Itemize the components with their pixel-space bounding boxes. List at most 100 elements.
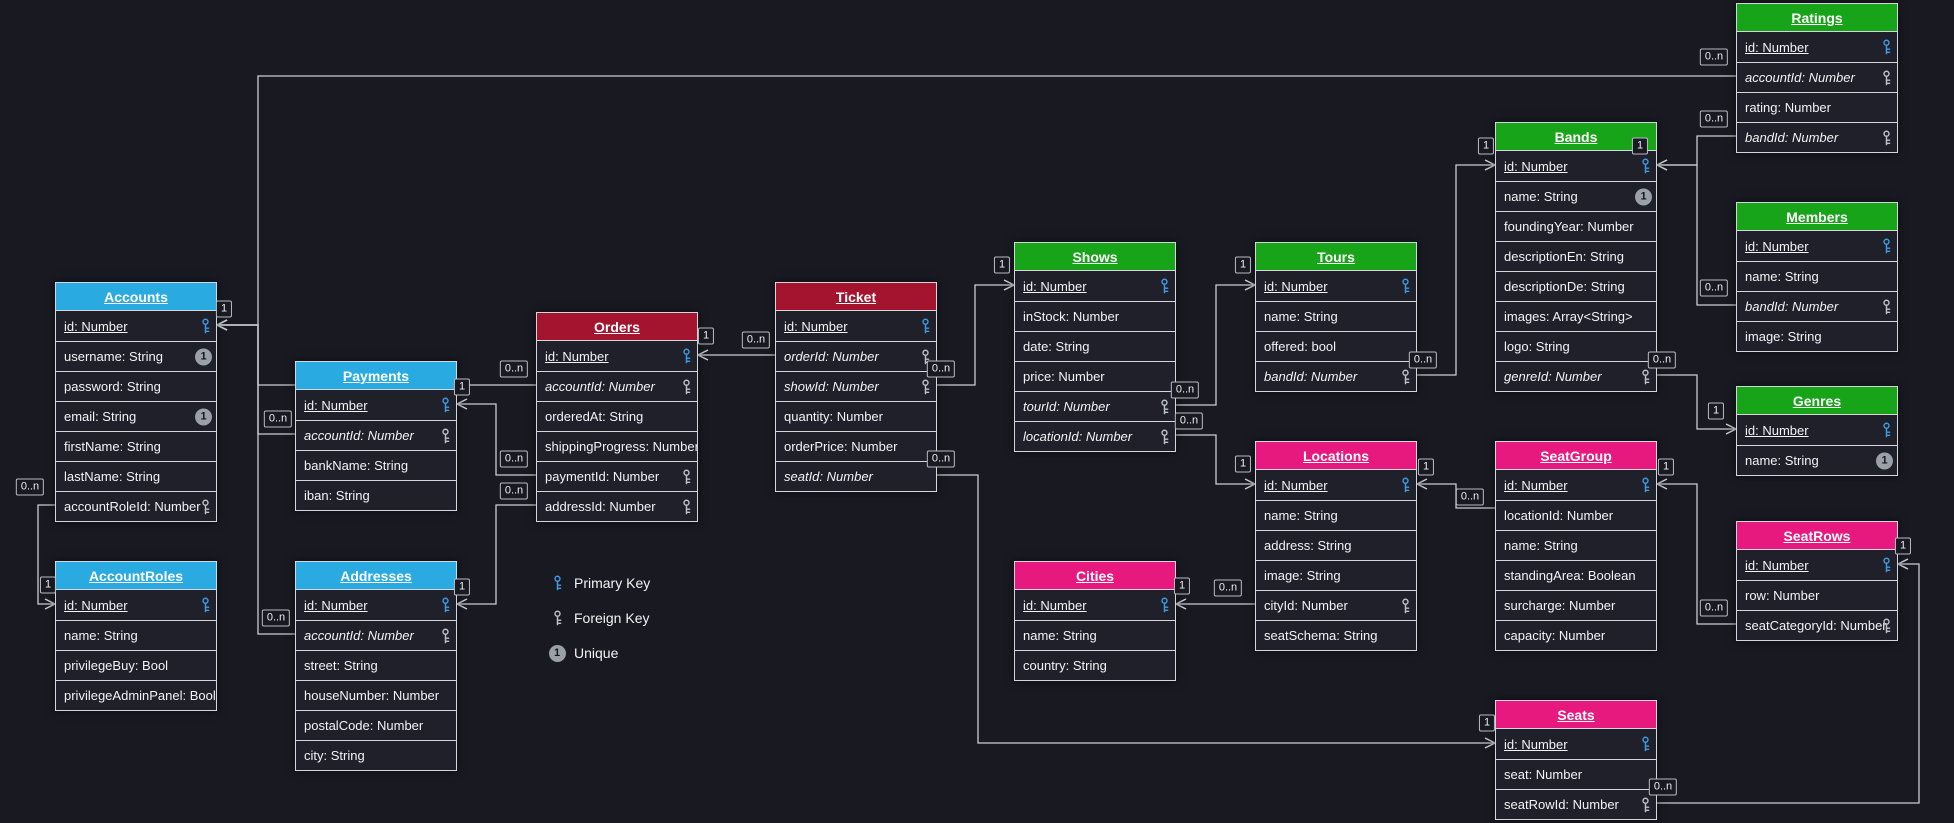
- field-row[interactable]: quantity: Number: [776, 401, 936, 431]
- field-row[interactable]: bandId: Number: [1737, 122, 1897, 152]
- field-row[interactable]: id: Number: [537, 341, 697, 371]
- field-row[interactable]: id: Number: [1496, 470, 1656, 500]
- field-row[interactable]: privilegeBuy: Bool: [56, 650, 216, 680]
- field-row[interactable]: id: Number: [1256, 271, 1416, 301]
- field-row[interactable]: id: Number: [1256, 470, 1416, 500]
- field-row[interactable]: id: Number: [56, 590, 216, 620]
- field-row[interactable]: orderPrice: Number: [776, 431, 936, 461]
- field-row[interactable]: accountId: Number: [296, 420, 456, 450]
- table-title[interactable]: Locations: [1256, 442, 1416, 470]
- field-row[interactable]: showId: Number: [776, 371, 936, 401]
- field-row[interactable]: standingArea: Boolean: [1496, 560, 1656, 590]
- field-row[interactable]: country: String: [1015, 650, 1175, 680]
- field-row[interactable]: orderedAt: String: [537, 401, 697, 431]
- field-row[interactable]: firstName: String: [56, 431, 216, 461]
- field-row[interactable]: logo: String: [1496, 331, 1656, 361]
- field-row[interactable]: foundingYear: Number: [1496, 211, 1656, 241]
- field-row[interactable]: name: String: [56, 620, 216, 650]
- field-row[interactable]: password: String: [56, 371, 216, 401]
- field-row[interactable]: rating: Number: [1737, 92, 1897, 122]
- field-row[interactable]: id: Number: [56, 311, 216, 341]
- table-title[interactable]: Payments: [296, 362, 456, 390]
- field-row[interactable]: id: Number: [1015, 271, 1175, 301]
- field-row[interactable]: accountId: Number: [296, 620, 456, 650]
- field-row[interactable]: name: String: [1496, 530, 1656, 560]
- field-row[interactable]: id: Number: [1737, 231, 1897, 261]
- field-row[interactable]: surcharge: Number: [1496, 590, 1656, 620]
- field-row[interactable]: iban: String: [296, 480, 456, 510]
- field-row[interactable]: seatSchema: String: [1256, 620, 1416, 650]
- field-row[interactable]: name: String: [1256, 301, 1416, 331]
- field-row[interactable]: id: Number: [1737, 550, 1897, 580]
- field-row[interactable]: id: Number: [1496, 151, 1656, 181]
- field-row[interactable]: city: String: [296, 740, 456, 770]
- field-row[interactable]: id: Number: [296, 390, 456, 420]
- table-title[interactable]: Addresses: [296, 562, 456, 590]
- field-row[interactable]: lastName: String: [56, 461, 216, 491]
- table-title[interactable]: Genres: [1737, 387, 1897, 415]
- field-row[interactable]: id: Number: [776, 311, 936, 341]
- field-row[interactable]: postalCode: Number: [296, 710, 456, 740]
- field-row[interactable]: capacity: Number: [1496, 620, 1656, 650]
- field-row[interactable]: image: String: [1737, 321, 1897, 351]
- field-row[interactable]: accountRoleId: Number: [56, 491, 216, 521]
- field-row[interactable]: locationId: Number: [1496, 500, 1656, 530]
- field-row[interactable]: paymentId: Number: [537, 461, 697, 491]
- field-row[interactable]: addressId: Number: [537, 491, 697, 521]
- field-row[interactable]: bankName: String: [296, 450, 456, 480]
- field-row[interactable]: id: Number: [1737, 415, 1897, 445]
- field-row[interactable]: name: String: [1737, 261, 1897, 291]
- field-row[interactable]: images: Array<String>: [1496, 301, 1656, 331]
- field-row[interactable]: cityId: Number: [1256, 590, 1416, 620]
- field-row[interactable]: id: Number: [296, 590, 456, 620]
- field-row[interactable]: id: Number: [1496, 729, 1656, 759]
- table-title[interactable]: Orders: [537, 313, 697, 341]
- field-row[interactable]: address: String: [1256, 530, 1416, 560]
- field-row[interactable]: bandId: Number: [1256, 361, 1416, 391]
- field-row[interactable]: id: Number: [1737, 32, 1897, 62]
- table-title[interactable]: Seats: [1496, 701, 1656, 729]
- field-row[interactable]: locationId: Number: [1015, 421, 1175, 451]
- table-title[interactable]: Ratings: [1737, 4, 1897, 32]
- field-row[interactable]: row: Number: [1737, 580, 1897, 610]
- field-row[interactable]: orderId: Number: [776, 341, 936, 371]
- table-title[interactable]: Bands: [1496, 123, 1656, 151]
- field-row[interactable]: seatRowId: Number: [1496, 789, 1656, 819]
- field-row[interactable]: seatId: Number: [776, 461, 936, 491]
- field-row[interactable]: descriptionEn: String: [1496, 241, 1656, 271]
- field-row[interactable]: privilegeAdminPanel: Bool: [56, 680, 216, 710]
- field-row[interactable]: name: String: [1015, 620, 1175, 650]
- table-title[interactable]: Tours: [1256, 243, 1416, 271]
- field-row[interactable]: street: String: [296, 650, 456, 680]
- table-title[interactable]: AccountRoles: [56, 562, 216, 590]
- field-row[interactable]: accountId: Number: [1737, 62, 1897, 92]
- field-row[interactable]: date: String: [1015, 331, 1175, 361]
- table-title[interactable]: Members: [1737, 203, 1897, 231]
- table-title[interactable]: Ticket: [776, 283, 936, 311]
- field-row[interactable]: seat: Number: [1496, 759, 1656, 789]
- table-title[interactable]: Accounts: [56, 283, 216, 311]
- field-row[interactable]: image: String: [1256, 560, 1416, 590]
- field-row[interactable]: shippingProgress: Number: [537, 431, 697, 461]
